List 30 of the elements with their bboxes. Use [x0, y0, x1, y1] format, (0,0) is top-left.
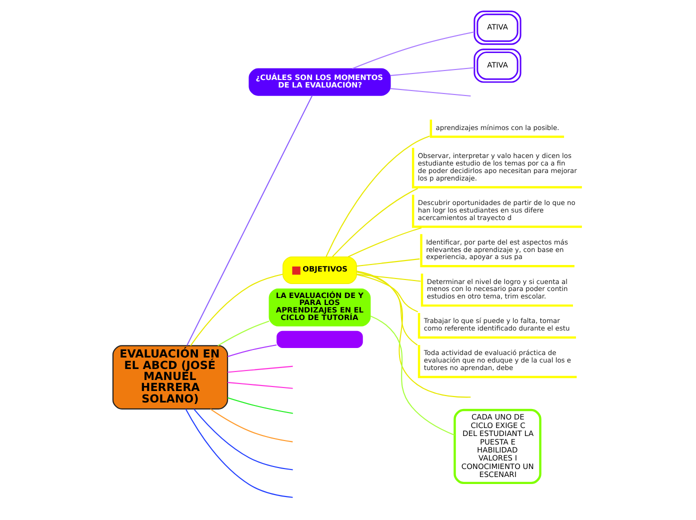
node-box: OBJETIVOS: [282, 256, 357, 284]
connector: [356, 274, 421, 282]
node-box: ¿CUÁLES SON LOS MOMENTOS DE LA EVALUACIÓN?: [248, 68, 391, 96]
node-box: ATIVA: [474, 48, 522, 83]
connector: [390, 67, 474, 76]
connector: [390, 88, 471, 97]
connector: [348, 227, 422, 258]
connector: [228, 366, 293, 373]
connector: [356, 270, 471, 398]
connector: [210, 408, 293, 442]
connector: [185, 408, 293, 498]
connector: [194, 408, 293, 470]
connector: [332, 188, 418, 258]
connector: [190, 274, 283, 346]
connector: [228, 382, 293, 389]
node-box: [276, 330, 363, 348]
connector: [352, 32, 474, 70]
connector: [218, 320, 270, 346]
connector: [356, 274, 418, 312]
node-box: CADA UNO DE CICLO EXIGE C DEL ESTUDIANT LA PUESTA E HABILIDAD VALORES I CONOCIMIENTO UN ESCENARI: [454, 408, 542, 484]
connector: [326, 136, 430, 258]
node-box: EVALUACIÓN EN EL ABCD (JOSÉ MANUEL HERRERA SOLANO): [112, 345, 228, 410]
connector: [186, 95, 313, 346]
node-box: ATIVA: [474, 10, 522, 45]
connector: [227, 344, 277, 358]
connector: [227, 397, 293, 414]
connector: [356, 272, 418, 346]
node-box: LA EVALUACIÓN DE Y PARA LOS APRENDIZAJES EN EL CICLO DE TUTORÍA: [268, 288, 371, 326]
connector: [356, 258, 420, 267]
connector: [370, 316, 455, 436]
